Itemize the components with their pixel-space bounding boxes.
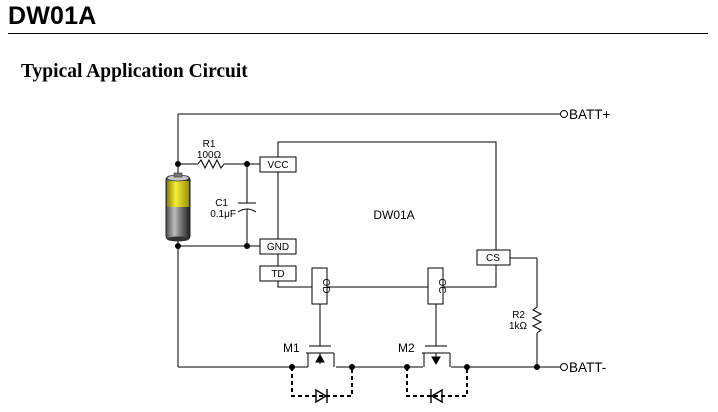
pin-label-cs: CS	[486, 253, 500, 264]
terminal-label-batt-minus: BATT-	[569, 360, 606, 375]
pin-label-oc: OC	[436, 279, 447, 294]
c1-value-label: 0.1μF	[210, 209, 236, 220]
section-heading: Typical Application Circuit	[21, 61, 248, 82]
junction-dot	[534, 364, 540, 370]
junction-dot	[244, 161, 250, 167]
m1-label: M1	[283, 341, 300, 355]
junction-dot	[349, 364, 355, 370]
title-rule	[8, 33, 708, 34]
junction-dot	[289, 364, 295, 370]
junction-dot	[175, 243, 181, 249]
ic-name-label: DW01A	[373, 208, 414, 222]
pin-label-od: OD	[320, 279, 331, 294]
terminal-batt-plus	[560, 110, 568, 118]
junction-dot	[244, 243, 250, 249]
mosfet-m2	[422, 345, 451, 367]
c1-name-label: C1	[215, 198, 228, 209]
r2-name-label: R2	[512, 310, 525, 321]
diode-m1-symbol	[315, 388, 328, 404]
pin-box-gnd	[259, 238, 297, 255]
diode-m2-symbol	[430, 388, 443, 404]
r2-value-label: 1kΩ	[509, 321, 528, 332]
body-diode-m1	[291, 367, 353, 397]
pin-box-td	[259, 265, 297, 282]
battery-cell	[165, 172, 191, 242]
pin-label-gnd: GND	[267, 242, 289, 253]
m2-label: M2	[398, 341, 415, 355]
document-title: DW01A	[8, 2, 97, 30]
junction-dot	[464, 364, 470, 370]
junction-dot	[175, 161, 181, 167]
pin-label-td: TD	[271, 269, 284, 280]
terminal-label-batt-plus: BATT+	[569, 107, 610, 122]
ic-body	[277, 141, 497, 288]
body-diode-m2	[406, 367, 468, 397]
pin-box-vcc	[259, 156, 297, 173]
pin-label-vcc: VCC	[267, 160, 288, 171]
resistor-r2	[531, 306, 543, 334]
resistor-r1	[197, 158, 225, 170]
r1-value-label: 100Ω	[197, 150, 222, 161]
mosfet-m1	[306, 345, 335, 367]
terminal-batt-minus	[560, 363, 568, 371]
r1-name-label: R1	[203, 139, 216, 150]
junction-dot	[404, 364, 410, 370]
